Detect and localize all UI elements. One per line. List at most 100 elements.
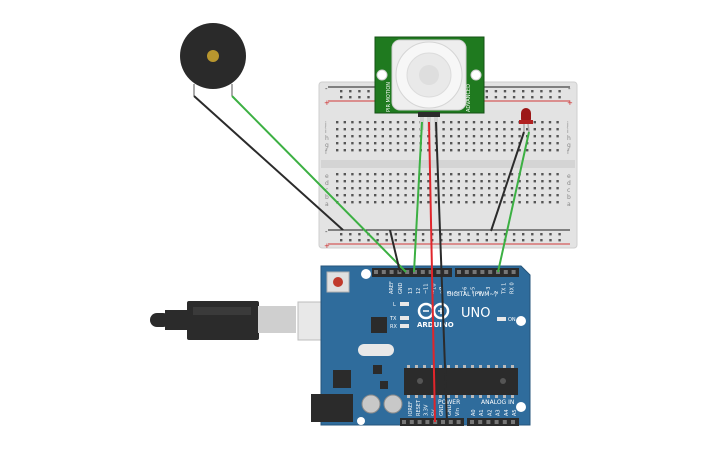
hole <box>480 180 483 183</box>
hole <box>549 239 552 242</box>
hole <box>381 135 384 138</box>
hole <box>358 173 362 176</box>
chip-pins <box>407 365 514 398</box>
hole <box>488 180 491 183</box>
row-letter: j <box>324 121 327 128</box>
hole <box>526 128 529 131</box>
hole <box>465 187 468 190</box>
hole <box>419 187 422 190</box>
hole <box>541 201 544 204</box>
hole <box>389 142 392 145</box>
wires <box>193 95 530 423</box>
hole <box>522 96 525 99</box>
reset-button-cap[interactable] <box>333 277 343 287</box>
hole <box>465 201 468 204</box>
analog-pin-label: A1 <box>479 409 485 416</box>
hole <box>495 128 498 131</box>
hole <box>467 239 470 242</box>
header-pin <box>511 420 515 424</box>
row-letter: j <box>566 121 569 128</box>
hole <box>480 187 483 190</box>
hole <box>412 201 415 204</box>
hole <box>450 187 453 190</box>
hole <box>465 142 468 145</box>
hole <box>351 121 354 124</box>
digital-pin-label: ~3 <box>486 287 492 294</box>
power-jack[interactable] <box>311 394 353 422</box>
hole <box>480 128 483 131</box>
chip-pin <box>447 395 450 398</box>
hole <box>366 121 369 124</box>
hole <box>336 142 339 145</box>
hole <box>419 180 422 183</box>
hole <box>558 239 561 242</box>
hole <box>366 201 369 204</box>
chip-pin <box>455 365 458 368</box>
pir-motion-sensor[interactable]: PIR MOTION ADVANCED <box>374 36 485 130</box>
hole <box>449 233 452 236</box>
led-signal-wire[interactable] <box>497 131 530 273</box>
header-pin <box>374 270 378 274</box>
pir-output-wire[interactable] <box>413 121 423 273</box>
hole <box>541 173 544 176</box>
header-pin <box>405 270 410 274</box>
hole <box>558 90 561 93</box>
hole <box>457 121 460 124</box>
hole <box>485 239 488 242</box>
hole <box>480 194 483 197</box>
hole <box>533 135 536 138</box>
hole <box>518 149 521 152</box>
hole <box>449 239 452 242</box>
hole <box>336 128 339 131</box>
hole <box>351 201 354 204</box>
chip-pin <box>463 365 466 368</box>
hole <box>351 149 354 152</box>
hole <box>389 128 392 131</box>
hole <box>465 194 468 197</box>
header-pin <box>444 270 449 274</box>
digital-pin-label: RX 0 <box>509 282 515 294</box>
hole <box>349 96 352 99</box>
row-letter: b <box>567 194 571 201</box>
hole <box>396 121 400 124</box>
hole <box>472 135 476 138</box>
hole <box>427 142 430 145</box>
buzzer-signal-wire[interactable] <box>231 95 407 273</box>
hole <box>512 239 516 242</box>
hole <box>374 201 377 204</box>
led-ground-wire[interactable] <box>490 131 525 232</box>
hole <box>412 233 416 236</box>
hole <box>351 173 354 176</box>
chip-pin <box>415 365 418 368</box>
buzzer-negative-wire[interactable] <box>193 95 344 231</box>
red-led[interactable] <box>519 108 533 133</box>
hole <box>458 233 461 236</box>
hole <box>476 233 479 236</box>
ground-rail-wire[interactable] <box>389 229 401 273</box>
hole <box>503 96 507 99</box>
hole <box>450 128 453 131</box>
header-pin <box>381 270 386 274</box>
hole <box>465 149 468 152</box>
usb-cable[interactable] <box>150 301 351 341</box>
header-pin <box>494 420 499 424</box>
hole <box>340 90 343 93</box>
pir-gnd-wire[interactable] <box>435 121 448 423</box>
row-letter: e <box>325 173 329 180</box>
hole <box>518 128 521 131</box>
power-pin-label: IOREF <box>408 401 414 416</box>
hole <box>480 142 483 145</box>
piezo-buzzer[interactable] <box>180 23 246 96</box>
rail-plus-label-bottom: + <box>324 242 330 250</box>
hole <box>450 121 453 124</box>
hole <box>556 180 559 183</box>
hole <box>442 187 445 190</box>
board-model: UNO <box>461 306 490 321</box>
analog-pin-label: A2 <box>487 409 493 416</box>
hole <box>442 149 445 152</box>
hole <box>427 194 430 197</box>
hole <box>396 194 400 197</box>
pir-vcc-wire[interactable] <box>428 121 436 423</box>
hole <box>412 187 415 190</box>
